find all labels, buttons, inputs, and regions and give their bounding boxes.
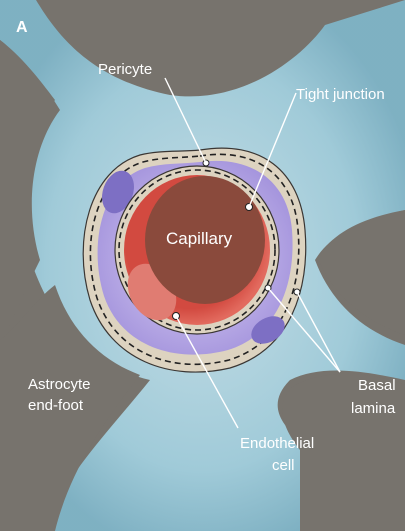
endothelial-label-line2: cell	[272, 457, 295, 474]
pericyte-label: Pericyte	[98, 61, 152, 78]
panel-label: A	[16, 19, 28, 36]
astrocyte-label-line2: end-foot	[28, 397, 84, 414]
basal-lamina-label-line2: lamina	[351, 400, 396, 417]
endothelial-label-line1: Endothelial	[240, 435, 314, 452]
astrocyte-label-line1: Astrocyte	[28, 376, 91, 393]
basal-lamina-label-line1: Basal	[358, 377, 396, 394]
astrocyte-process-bottom-right	[282, 374, 405, 531]
capillary-label: Capillary	[166, 229, 233, 248]
tight-junction-label: Tight junction	[296, 86, 385, 103]
